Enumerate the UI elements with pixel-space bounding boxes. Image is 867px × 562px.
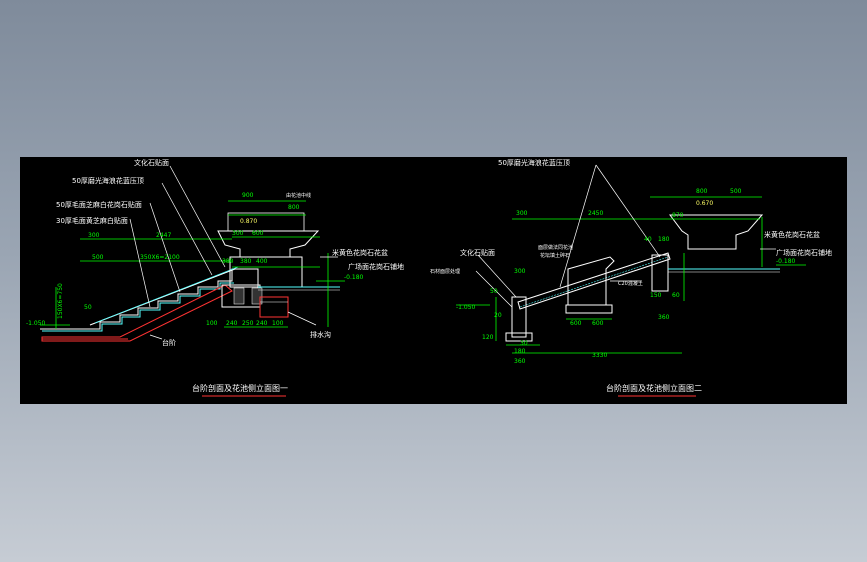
- drawing2-title: 台阶剖面及花池侧立面图二: [606, 383, 702, 393]
- level-m1050-2: -1.050: [456, 304, 476, 311]
- dim-50: 50: [84, 304, 92, 311]
- dim-20-2: 20: [494, 312, 502, 319]
- dim-120-2: 120: [482, 334, 494, 341]
- dim-300-2: 300: [516, 210, 528, 217]
- cad-drawing: 文化石贴面 50厚磨光海浪花蓝压顶 50厚毛面芝麻白花岗石贴面 30厚毛面黄芝麻…: [26, 158, 832, 397]
- label-planter: 米黄色花岗石花盆: [332, 248, 388, 257]
- dim-900: 900: [242, 192, 254, 199]
- dim-40: 40: [644, 236, 652, 243]
- dim-800-2: 800: [696, 188, 708, 195]
- label-plaza-paving: 广场面花岗石铺地: [348, 262, 404, 271]
- level-m0180-2: -0.180: [776, 258, 796, 265]
- dim-240a: 240: [226, 320, 238, 327]
- dim-180b-2: 180: [514, 348, 526, 355]
- dim-300b-2: 300: [514, 268, 526, 275]
- dim-380b: 380: [240, 258, 252, 265]
- label-drain: 排水沟: [310, 330, 331, 339]
- dim-870: 870: [672, 212, 684, 219]
- drawing-two: 50厚磨光海浪花蓝压顶 文化石贴面 米黄色花岗石花盆 广场面花岗石铺地 面层做法…: [430, 158, 832, 397]
- dim-360b-2: 360: [514, 358, 526, 365]
- note-top-1: 由花池中线: [286, 192, 311, 199]
- culture-stone-block: [567, 256, 615, 306]
- dim-600a-2: 600: [570, 320, 582, 327]
- label-fill-note: 花坛填土碎石: [540, 252, 570, 259]
- label-concrete: C20混凝土: [618, 280, 643, 287]
- dim-2450: 2450: [588, 210, 603, 217]
- label-slope-note: 面层做法同花池: [538, 244, 573, 251]
- slope-section: [517, 252, 671, 310]
- dim-60-2: 60: [672, 292, 680, 299]
- label-plaza-paving-2: 广场面花岗石铺地: [776, 248, 832, 257]
- dim-0670: 0.670: [696, 200, 713, 207]
- dim-30-2: 30: [520, 340, 528, 347]
- stair-cyan-edge: [42, 282, 234, 332]
- dim-lines-1: [40, 200, 345, 329]
- dim-3330: 3330: [592, 352, 607, 359]
- dim-300a: 300: [88, 232, 100, 239]
- label-culture-stone-2: 文化石贴面: [460, 248, 495, 257]
- label-rubble-stair: 30厚毛面黄芝麻白贴面: [56, 216, 128, 225]
- dim-800: 800: [288, 204, 300, 211]
- planter-pot-2: [669, 214, 764, 250]
- leaders-2: [475, 164, 776, 308]
- stair-profile: [40, 268, 259, 330]
- level-m0180-1: -0.180: [344, 274, 364, 281]
- dim-lines-2: [456, 196, 806, 354]
- dim-250: 250: [242, 320, 254, 327]
- dim-100a: 100: [206, 320, 218, 327]
- label-steps: 台阶: [162, 338, 176, 347]
- planter-wall-2: [651, 254, 669, 292]
- dim-2447: 2447: [156, 232, 171, 239]
- label-rubble-wall: 50厚毛面芝麻白花岗石贴面: [56, 200, 142, 209]
- label-granite-top-2: 50厚磨光海浪花蓝压顶: [498, 158, 570, 167]
- drawing-one: 文化石贴面 50厚磨光海浪花蓝压顶 50厚毛面芝麻白花岗石贴面 30厚毛面黄芝麻…: [26, 158, 404, 397]
- dim-180: 180: [658, 236, 670, 243]
- dim-380a: 380: [222, 258, 234, 265]
- label-culture-stone: 文化石贴面: [134, 158, 169, 167]
- dim-600: 600: [252, 230, 264, 237]
- dim-50-2: 50: [490, 288, 498, 295]
- label-granite-top: 50厚磨光海浪花蓝压顶: [72, 176, 144, 185]
- label-planter-2: 米黄色花岗石花盆: [764, 230, 820, 239]
- dim-150-2: 150: [650, 292, 662, 299]
- label-bottom-note: 石材面层处理: [430, 268, 460, 275]
- dim-300b: 300: [232, 230, 244, 237]
- stair-base-hatch: [41, 284, 233, 342]
- dim-100b: 100: [272, 320, 284, 327]
- dim-240b: 240: [256, 320, 268, 327]
- dim-0870: 0.870: [240, 218, 257, 225]
- drawing1-title: 台阶剖面及花池侧立面图一: [192, 383, 288, 393]
- level-m1050-1: -1.050: [26, 320, 46, 327]
- dim-500: 500: [92, 254, 104, 261]
- label-step-spec: 350X6=2100: [140, 254, 180, 261]
- dim-stairs-h: 150X6=750: [57, 283, 64, 319]
- dim-400: 400: [256, 258, 268, 265]
- dim-600b-2: 600: [592, 320, 604, 327]
- left-wall-2: [511, 296, 527, 338]
- leaders-1: [129, 165, 338, 340]
- drain-channel: [259, 296, 289, 318]
- drawing-canvas[interactable]: 文化石贴面 50厚磨光海浪花蓝压顶 50厚毛面芝麻白花岗石贴面 30厚毛面黄芝麻…: [20, 157, 847, 404]
- dim-500-2: 500: [730, 188, 742, 195]
- dim-360-2: 360: [658, 314, 670, 321]
